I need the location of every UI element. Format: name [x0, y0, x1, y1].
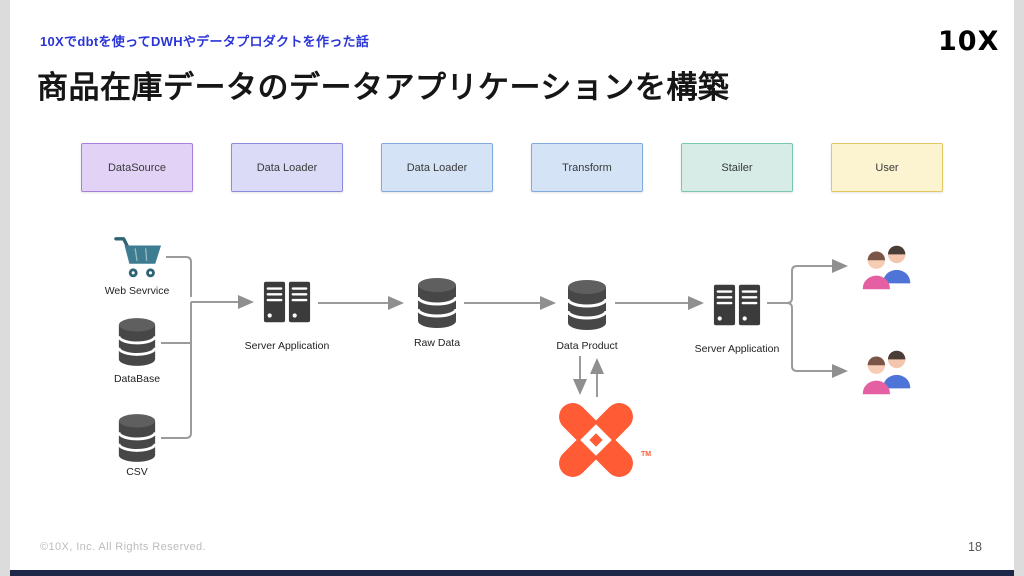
- stage-box-user: User: [831, 143, 943, 192]
- company-logo: 10X: [938, 26, 1000, 57]
- stage-label-transform: Transform: [562, 161, 612, 174]
- data-product-database-icon: [565, 278, 609, 332]
- server-application-2-label: Server Application: [694, 343, 780, 355]
- csv-label: CSV: [126, 466, 148, 478]
- database-label: DataBase: [113, 373, 161, 385]
- raw-data-label: Raw Data: [413, 337, 461, 349]
- database-icon: [116, 316, 158, 368]
- slide-bottom-accent-bar: [10, 570, 1014, 576]
- stage-box-data-loader-1: Data Loader: [231, 143, 343, 192]
- deck-subtitle: 10Xでdbtを使ってDWHやデータプロダクトを作った話: [40, 34, 370, 49]
- data-product-label: Data Product: [556, 340, 618, 352]
- stage-label-user: User: [875, 161, 899, 174]
- stage-label-data-loader-2: Data Loader: [406, 161, 468, 174]
- stage-label-stailer: Stailer: [721, 161, 753, 174]
- raw-data-database-icon: [415, 276, 459, 330]
- stage-box-stailer: Stailer: [681, 143, 793, 192]
- server-application-2-icon: [712, 280, 762, 330]
- web-service-label: Web Sevrvice: [104, 285, 170, 297]
- users-icon-top: [858, 240, 916, 292]
- dbt-trademark-label: TM: [641, 451, 652, 458]
- footer-copyright: ©10X, Inc. All Rights Reserved.: [40, 541, 207, 553]
- stage-box-transform: Transform: [531, 143, 643, 192]
- stage-box-data-loader-2: Data Loader: [381, 143, 493, 192]
- stage-label-data-loader-1: Data Loader: [256, 161, 318, 174]
- page-title: 商品在庫データのデータアプリケーションを構築: [37, 70, 730, 105]
- users-icon-bottom: [858, 345, 916, 397]
- slide-background: [10, 0, 1014, 570]
- csv-database-icon: [116, 412, 158, 464]
- dbt-logo-icon: [553, 397, 639, 483]
- stage-box-datasource: DataSource: [81, 143, 193, 192]
- server-application-1-label: Server Application: [244, 340, 330, 352]
- page-number: 18: [968, 540, 982, 554]
- server-application-1-icon: [262, 277, 312, 327]
- shopping-cart-icon: [112, 233, 164, 281]
- stage-label-datasource: DataSource: [107, 161, 167, 174]
